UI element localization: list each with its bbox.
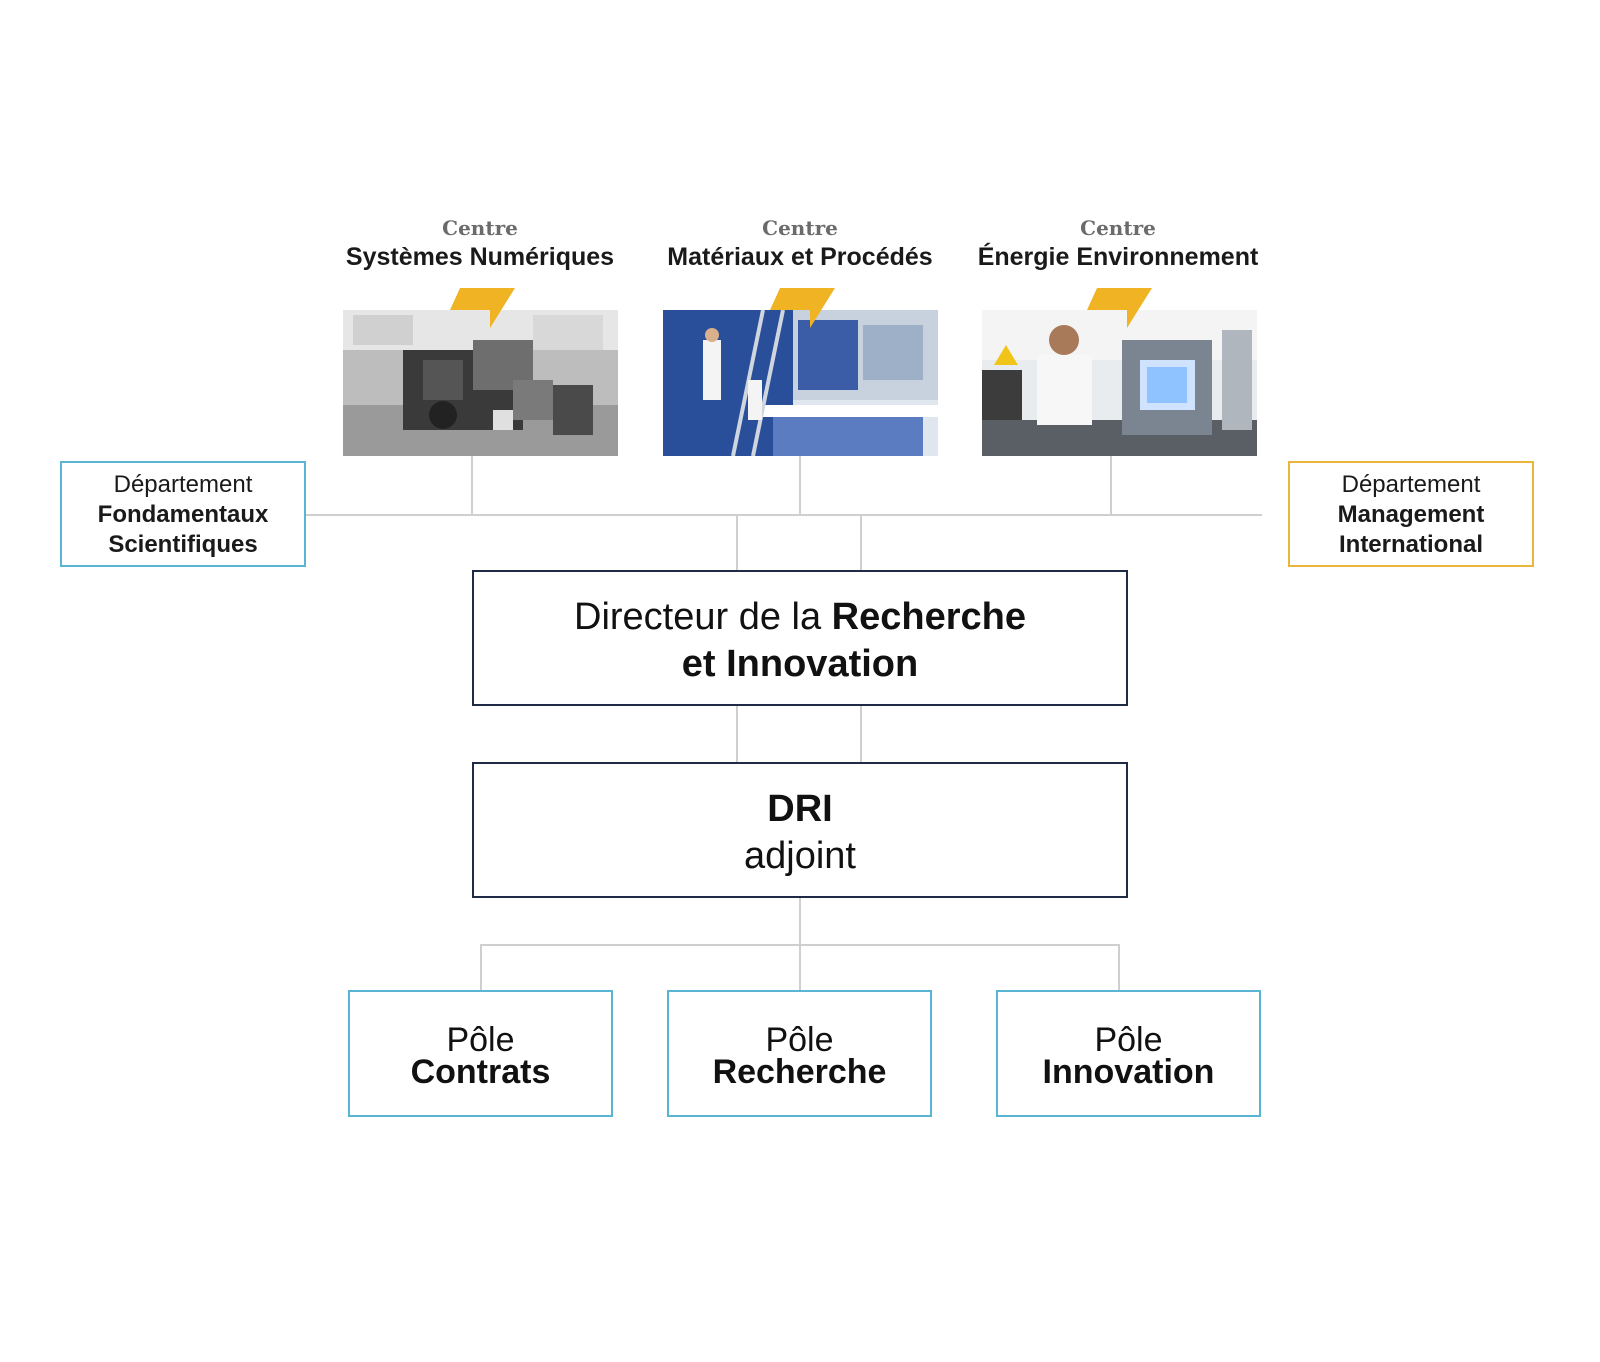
centre-name: Systèmes Numériques: [345, 243, 615, 271]
connector-centre-2: [799, 456, 801, 515]
department-name-line2: International: [1338, 531, 1483, 558]
centre-name: Énergie Environnement: [977, 243, 1259, 271]
pole-label: Pôle: [446, 1021, 515, 1059]
industrial-machinery-hall-photo: [343, 310, 618, 456]
director-prefix: Directeur de la: [574, 596, 832, 638]
horizontal-connector-top: [304, 514, 1262, 516]
flag-icon: [450, 288, 515, 328]
deputy-box: DRI adjoint: [472, 762, 1128, 898]
director-line1: Directeur de la Recherche: [474, 594, 1126, 641]
department-management-international: Département Management International: [1288, 461, 1534, 567]
pole-label: Pôle: [1094, 1021, 1163, 1059]
pole-name: Innovation: [1042, 1053, 1215, 1091]
connector-deputy-down: [799, 898, 801, 944]
centre-header-materiaux: Centre Matériaux et Procédés: [635, 215, 965, 273]
centre-name: Matériaux et Procédés: [667, 243, 933, 271]
centre-label: Centre: [762, 216, 838, 240]
department-name-line1: Management: [1337, 501, 1485, 528]
department-fondamentaux-scientifiques: Département Fondamentaux Scientifiques: [60, 461, 306, 567]
connector-pole-2: [799, 944, 801, 990]
department-label: Département: [1341, 471, 1481, 498]
energy-lab-photo: [982, 310, 1257, 456]
pole-contrats: Pôle Contrats: [348, 990, 613, 1117]
connector-centre-1: [471, 456, 473, 515]
director-bold1: Recherche: [831, 596, 1026, 638]
connector-centre-3: [1110, 456, 1112, 515]
flag-icon: [770, 288, 835, 328]
connector-director-left: [736, 514, 738, 570]
materials-lab-photo: [663, 310, 938, 456]
centre-label: Centre: [1080, 216, 1156, 240]
pole-recherche: Pôle Recherche: [667, 990, 932, 1117]
pole-label: Pôle: [765, 1021, 834, 1059]
deputy-subtitle: adjoint: [744, 835, 856, 877]
flag-icon: [1087, 288, 1152, 328]
centre-label: Centre: [442, 216, 518, 240]
deputy-title: DRI: [767, 788, 833, 830]
pole-innovation: Pôle Innovation: [996, 990, 1261, 1117]
department-label: Département: [113, 471, 253, 498]
department-name-line2: Scientifiques: [108, 531, 258, 558]
director-line2: et Innovation: [681, 643, 919, 685]
pole-name: Contrats: [410, 1053, 551, 1091]
connector-pole-1: [480, 944, 482, 990]
department-name-line1: Fondamentaux: [97, 501, 269, 528]
connector-deputy-right: [860, 706, 862, 762]
connector-pole-3: [1118, 944, 1120, 990]
pole-name: Recherche: [712, 1053, 887, 1091]
centre-header-systemes: Centre Systèmes Numériques: [315, 215, 645, 273]
director-box: Directeur de la Recherche et Innovation: [472, 570, 1128, 706]
connector-deputy-left: [736, 706, 738, 762]
connector-director-right: [860, 514, 862, 570]
centre-header-energie: Centre Énergie Environnement: [953, 215, 1283, 273]
